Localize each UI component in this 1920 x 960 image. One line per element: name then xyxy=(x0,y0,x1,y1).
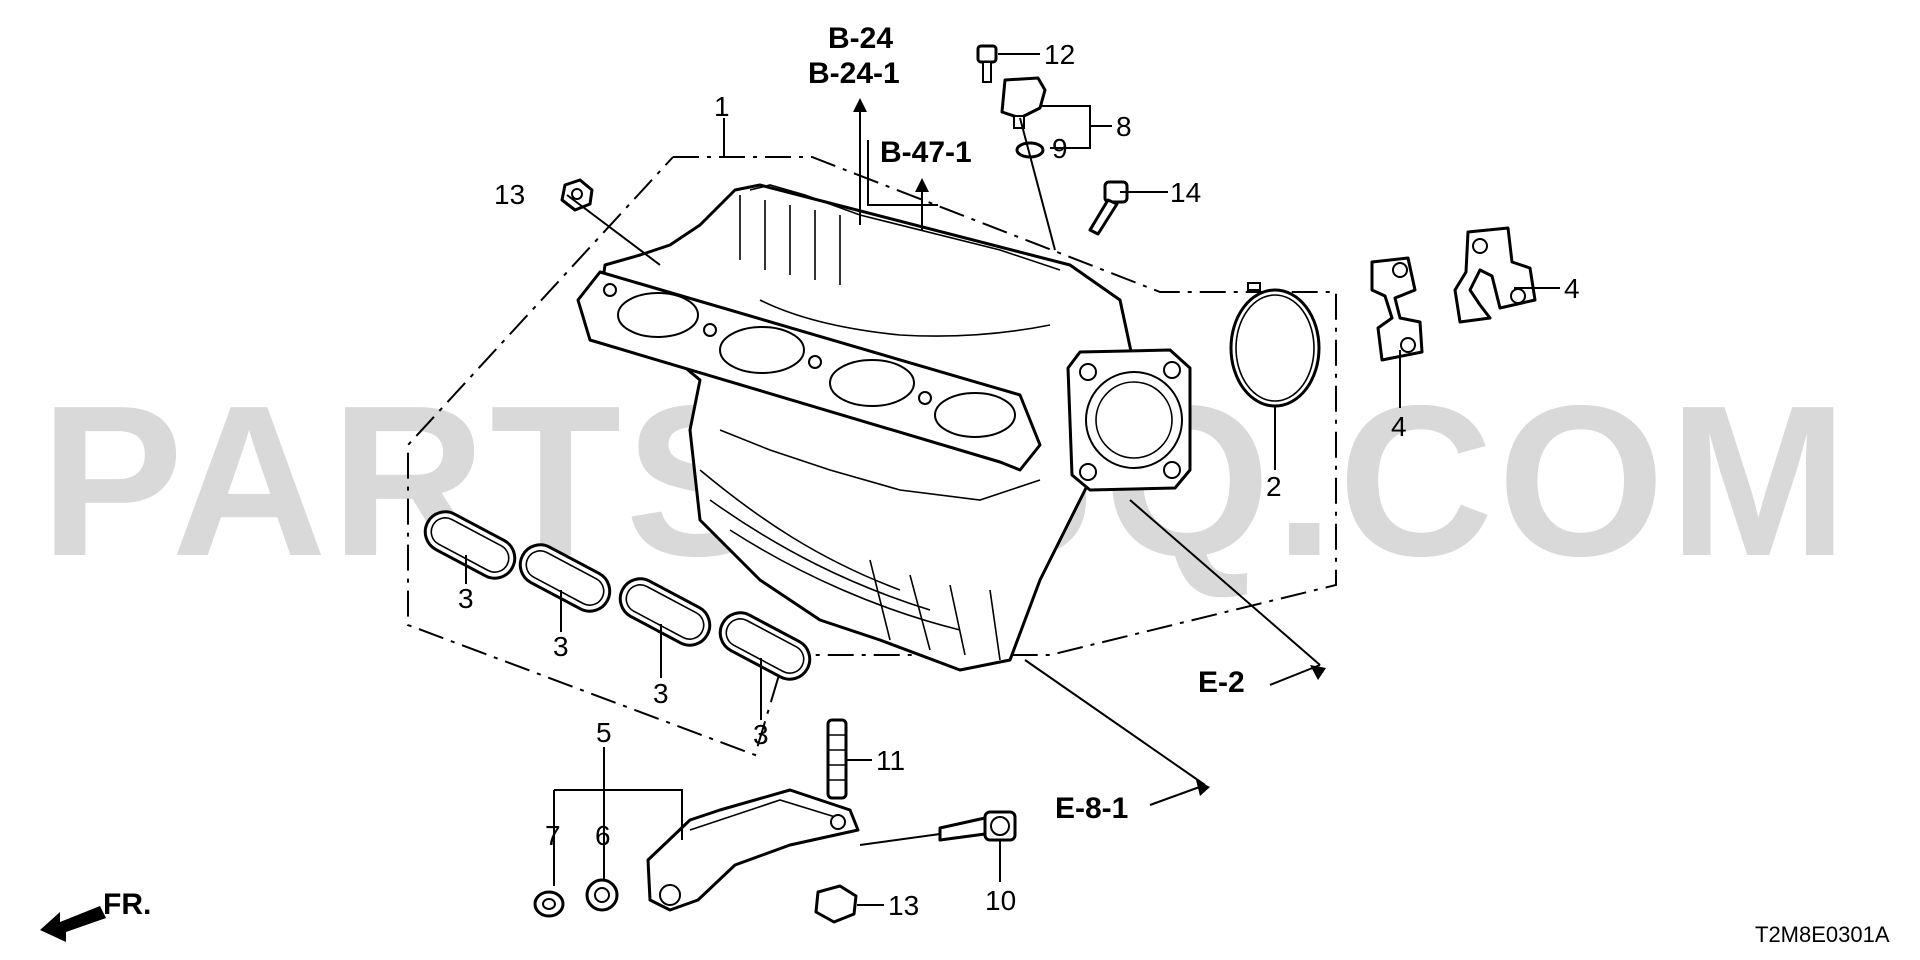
callout-3c: 3 xyxy=(653,678,669,709)
callout-7: 7 xyxy=(545,820,561,851)
callout-10: 10 xyxy=(985,885,1016,916)
ref-b24: B-24 xyxy=(828,22,893,55)
sensor-8 xyxy=(1000,76,1047,129)
callout-1: 1 xyxy=(714,91,730,122)
callout-4a: 4 xyxy=(1564,273,1580,304)
reference-arrows xyxy=(853,98,1326,806)
callout-2: 2 xyxy=(1266,471,1282,502)
stud-11 xyxy=(826,718,848,800)
front-direction-label: FR. xyxy=(103,888,151,921)
callout-12: 12 xyxy=(1044,39,1075,70)
bolt-12 xyxy=(976,44,998,83)
grommet-6 xyxy=(585,878,619,912)
callout-13b: 13 xyxy=(888,890,919,921)
bolt-14 xyxy=(1088,180,1129,236)
callout-3d: 3 xyxy=(753,719,769,750)
callout-6: 6 xyxy=(595,820,611,851)
ref-e2: E-2 xyxy=(1198,666,1245,699)
callout-11: 11 xyxy=(876,745,905,776)
leader-lines xyxy=(465,53,1560,906)
clip-left xyxy=(1370,256,1424,362)
clip-right xyxy=(1453,226,1537,324)
callout-3a: 3 xyxy=(458,583,474,614)
nut-13-top xyxy=(560,178,594,212)
callout-5: 5 xyxy=(596,717,612,748)
diagram-code: T2M8E0301A xyxy=(1755,922,1890,947)
assembly-boundary xyxy=(407,156,1337,757)
bolt-10 xyxy=(938,810,1017,842)
callout-3b: 3 xyxy=(553,631,569,662)
callout-4b: 4 xyxy=(1391,411,1407,442)
bracket-5 xyxy=(646,788,860,912)
callout-9: 9 xyxy=(1052,133,1068,164)
intake-manifold xyxy=(576,183,1192,672)
ref-b47-1: B-47-1 xyxy=(880,136,972,169)
port-gaskets xyxy=(423,510,812,681)
callout-8: 8 xyxy=(1116,111,1132,142)
collar-7 xyxy=(533,890,565,918)
ref-e8-1: E-8-1 xyxy=(1055,792,1128,825)
nut-13-bottom xyxy=(814,884,858,924)
callout-14: 14 xyxy=(1170,177,1201,208)
front-direction-arrow xyxy=(40,906,106,942)
ref-b24-1: B-24-1 xyxy=(808,57,900,90)
callout-13a: 13 xyxy=(494,179,525,210)
throttle-body-gasket xyxy=(1229,282,1321,408)
